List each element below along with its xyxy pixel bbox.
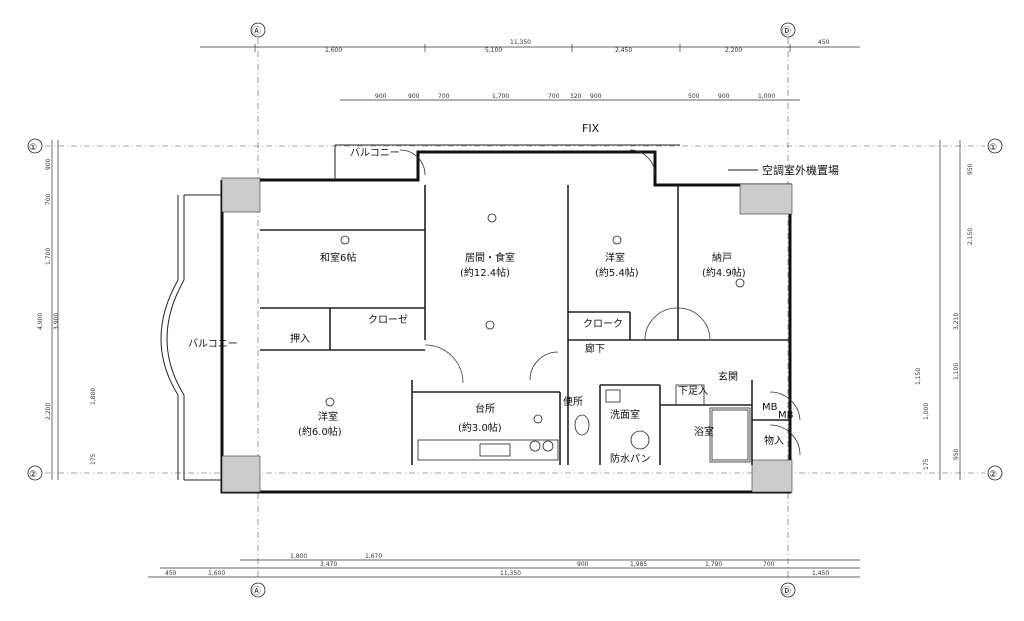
bottom-dim-3: 3,470	[320, 561, 337, 568]
right-dim-4: 1,100	[953, 363, 960, 380]
kitchen-label: 台所	[475, 402, 495, 415]
oshiire-label: 押入	[290, 332, 310, 345]
furo-label: 浴室	[694, 425, 714, 438]
kitchen-size: (約3.0帖)	[458, 421, 502, 434]
aircon-label: 空調室外機置場	[762, 163, 839, 177]
top-dim-row2-8: 500	[688, 93, 700, 100]
left-dim-5: 3,900	[53, 313, 60, 330]
grid-label-a-top: Ⓐ	[252, 26, 261, 37]
right-dim-7: 950	[953, 448, 960, 460]
dimension-lines	[51, 44, 961, 578]
right-dim-2: 2,150	[967, 228, 974, 245]
grid-lines	[45, 38, 985, 580]
top-dim-row2-9: 900	[718, 93, 730, 100]
top-dim-2: 5,100	[485, 47, 502, 54]
top-dim-row2-2: 900	[408, 93, 420, 100]
fix-label: FIX	[582, 122, 600, 135]
top-dim-row2-6: 320	[570, 93, 582, 100]
right-dim-8: 175	[923, 458, 930, 470]
grid-label-1-right: ①	[989, 143, 997, 153]
yoshitsu-left-size: (約6.0帖)	[298, 425, 342, 438]
balcony-left-label: バルコニー	[188, 338, 238, 350]
mb-label: MB	[762, 402, 778, 413]
genkan-label: 玄関	[718, 370, 738, 383]
bottom-dim-1: 1,800	[290, 553, 307, 560]
top-dim-total: 11,350	[510, 39, 531, 46]
left-dim-8: 175	[90, 453, 97, 465]
top-dim-3: 2,450	[615, 47, 632, 54]
senmen-label: 洗面室	[610, 408, 640, 421]
top-dim-row2-5: 700	[548, 93, 560, 100]
closet-mid-label: クローク	[583, 318, 623, 330]
right-dim-6: 1,000	[923, 403, 930, 420]
bohsui-label: 防水パン	[610, 452, 651, 465]
bottom-dim-5: 1,985	[630, 561, 647, 568]
grid-label-2-left: ②	[29, 470, 37, 480]
mb2-label: MB	[778, 410, 794, 421]
left-dim-2: 700	[45, 193, 52, 205]
top-dim-5: 450	[818, 39, 830, 46]
door-swings	[399, 149, 801, 456]
grid-label-a-bottom: Ⓐ	[252, 586, 261, 597]
right-dim-3: 3,210	[953, 313, 960, 330]
nando-size: (約4.9帖)	[702, 266, 746, 279]
bottom-dim-2: 1,670	[365, 553, 382, 560]
bottom-dim-9: 1,600	[208, 570, 225, 577]
right-dim-5: 1,150	[915, 368, 922, 385]
bottom-dim-6: 1,790	[705, 561, 722, 568]
oshiire-right-label: 物入	[764, 434, 784, 447]
left-dim-3: 1,700	[45, 248, 52, 265]
left-dim-1: 900	[45, 158, 52, 170]
outer-walls	[220, 150, 792, 494]
yoshitsu-left-label: 洋室	[318, 410, 338, 423]
grid-label-d-bottom: Ⓓ	[782, 586, 791, 597]
grid-label-1-left: ①	[29, 143, 37, 153]
bottom-dim-7: 700	[763, 561, 775, 568]
grid-markers	[27, 22, 1003, 598]
closet-left-label: クローゼ	[368, 314, 408, 326]
rouka-label: 廊下	[585, 342, 605, 355]
shoes-label: 下足入	[678, 385, 708, 397]
bottom-dim-11: 1,450	[812, 570, 829, 577]
living-size: (約12.4帖)	[460, 266, 510, 279]
top-dim-row2-10: 1,000	[758, 93, 775, 100]
grid-label-2-right: ②	[989, 470, 997, 480]
nando-label: 納戸	[712, 251, 732, 264]
inner-walls	[260, 185, 790, 465]
right-dim-1: 950	[967, 163, 974, 175]
top-balcony	[334, 144, 680, 180]
yoshitsu-mid-size: (約5.4帖)	[595, 266, 639, 279]
balcony-top-label: バルコニー	[350, 147, 400, 159]
top-dim-1: 1,600	[325, 47, 342, 54]
living-label: 居間・食室	[465, 251, 515, 264]
toilet-label: 便所	[563, 395, 583, 408]
bottom-dim-4: 900	[577, 561, 589, 568]
top-dim-4: 2,200	[725, 47, 742, 54]
grid-label-d-top: Ⓓ	[782, 26, 791, 37]
top-dim-row2-4: 1,700	[492, 93, 509, 100]
top-dim-row2-1: 900	[375, 93, 387, 100]
yoshitsu-mid-label: 洋室	[605, 251, 625, 264]
left-dim-7: 2,200	[45, 403, 52, 420]
bottom-dim-8: 450	[165, 570, 177, 577]
left-dim-4: 4,900	[37, 313, 44, 330]
left-balcony	[160, 194, 222, 481]
wall-hatches	[221, 177, 793, 493]
washitsu-label: 和室6帖	[320, 251, 356, 264]
left-dim-6: 1,800	[90, 388, 97, 405]
top-dim-row2-3: 700	[438, 93, 450, 100]
bottom-dim-10: 11,350	[500, 570, 521, 577]
fixtures	[325, 213, 751, 463]
top-dim-row2-7: 900	[590, 93, 602, 100]
